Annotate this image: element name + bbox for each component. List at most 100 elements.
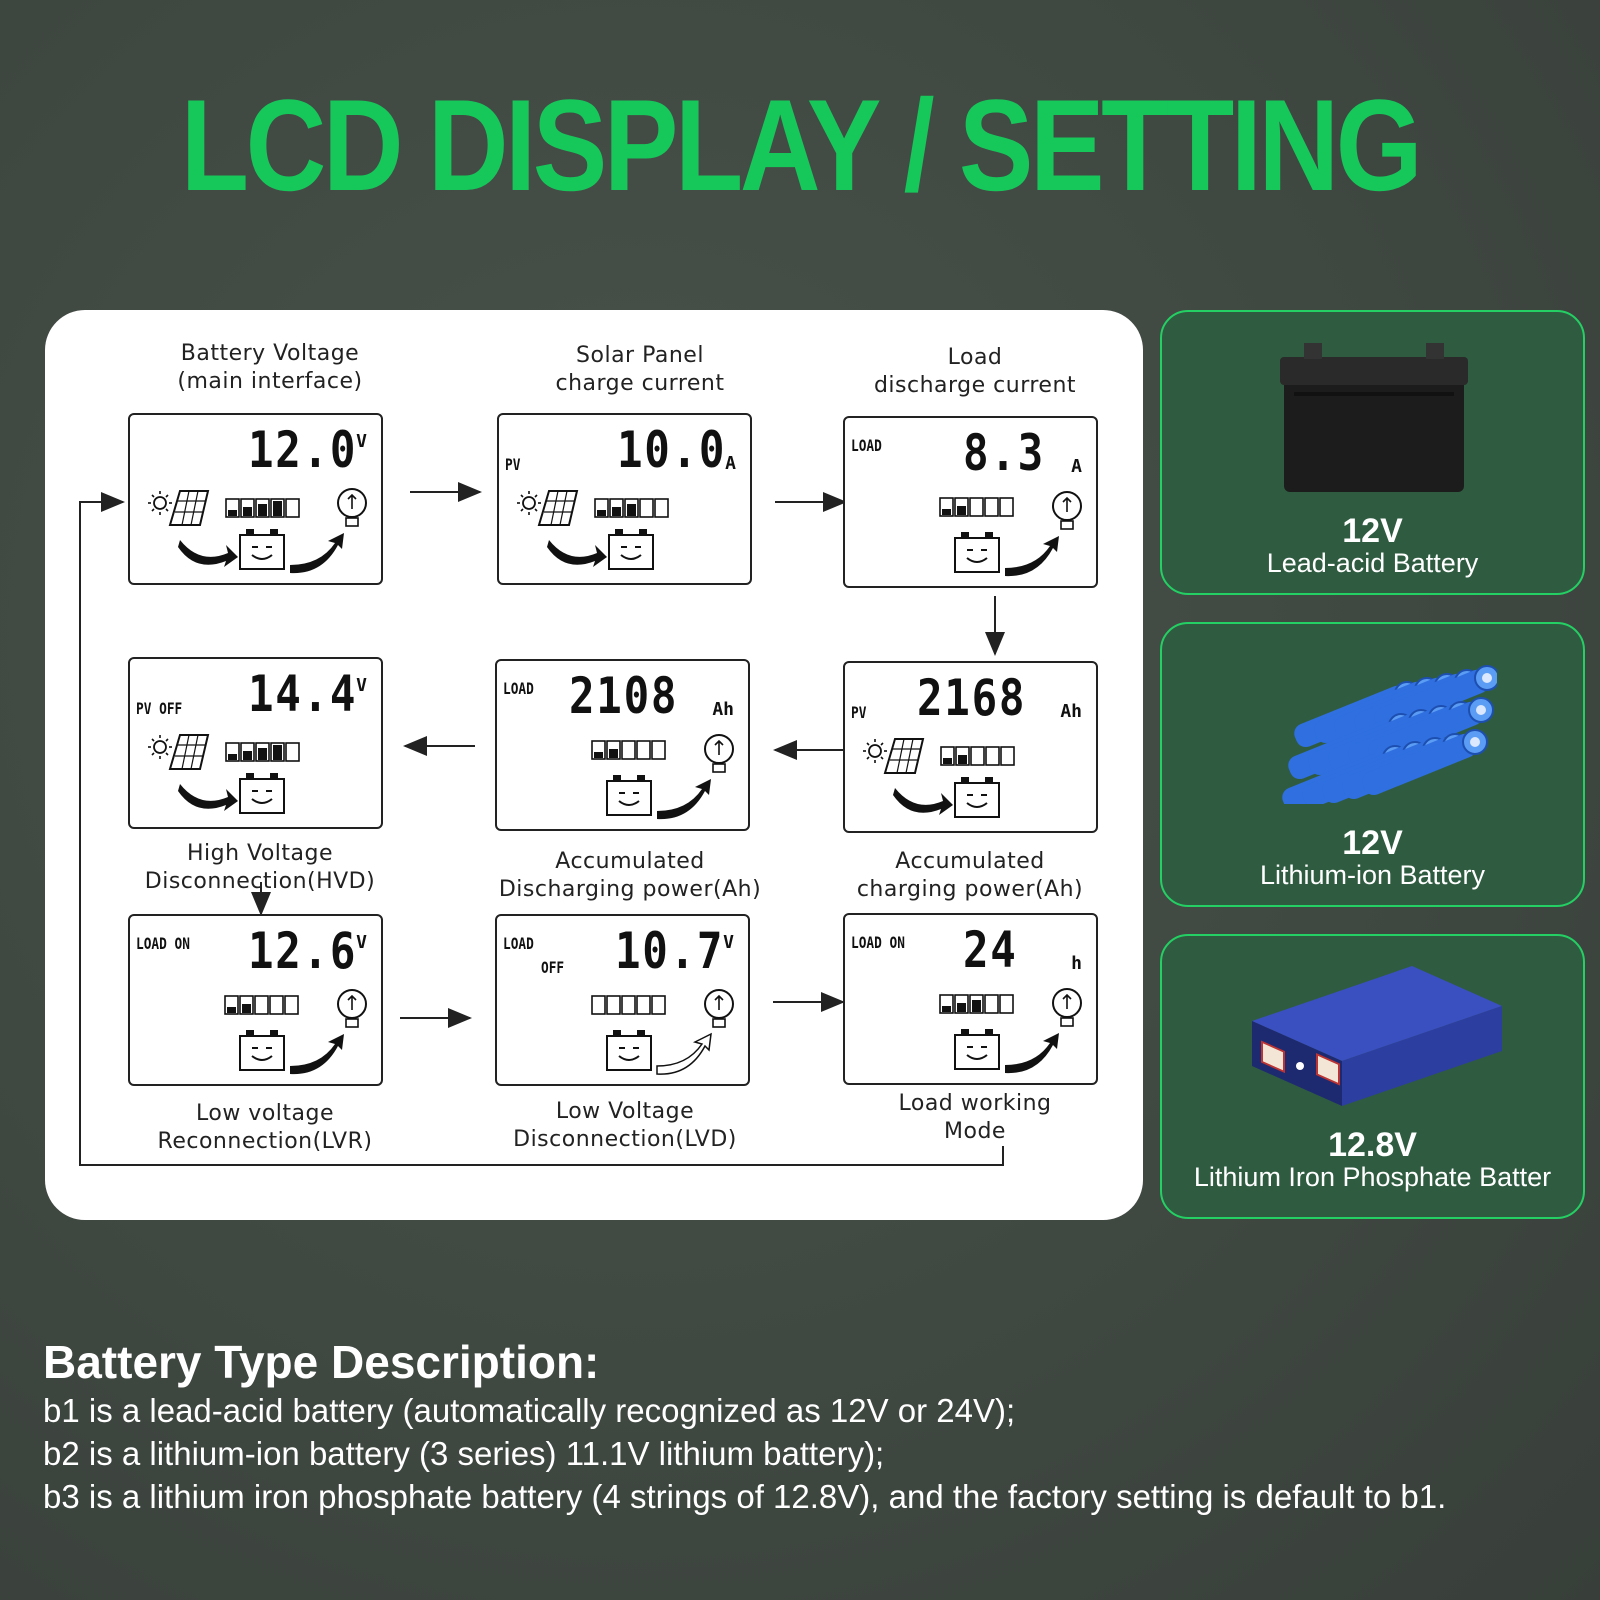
lcd-tag: PV (505, 455, 521, 474)
lcd-value: 10.0 (617, 421, 727, 479)
battery-face-icon (606, 1030, 652, 1071)
battery-face-icon (954, 777, 1000, 818)
lcd-unit: h (1071, 953, 1082, 974)
lcd-flow-diagram: Battery Voltage (main interface) Solar P… (45, 310, 1143, 1220)
discharge-arrow-icon (657, 779, 711, 820)
battery-name: Lithium-ion Battery (1259, 860, 1486, 890)
lcd-tag: PV OFF (136, 699, 183, 718)
charge-arrow-icon (178, 540, 238, 567)
lcd-tag: PV (851, 703, 867, 722)
lcd-value: 14.4 (248, 665, 358, 723)
sun-solar-panel-icon (863, 738, 925, 774)
discharge-arrow-icon (656, 1032, 712, 1075)
sun-solar-panel-icon (148, 734, 210, 770)
battery-face-icon (239, 1030, 285, 1071)
discharge-arrow-icon (290, 533, 344, 574)
charge-arrow-icon (893, 788, 953, 815)
sun-solar-panel-icon (148, 490, 210, 526)
description-title: Battery Type Description: (43, 1336, 600, 1388)
lcd-screen-load-mode: LOAD ON 24 h (843, 913, 1098, 1085)
battery-name: Lithium Iron Phosphate Batter (1193, 1162, 1552, 1192)
lcd-value: 2108 (569, 667, 679, 725)
light-bulb-icon (704, 989, 734, 1028)
lcd-unit: Ah (712, 699, 734, 720)
lcd-tag-2: OFF (541, 958, 565, 977)
light-bulb-icon (704, 734, 734, 773)
charge-arrow-icon (547, 540, 607, 567)
lcd-status-icons (224, 989, 367, 1075)
battery-voltage: 12V (1342, 824, 1403, 862)
battery-face-icon (239, 773, 285, 814)
lcd-unit: A (1071, 456, 1082, 477)
lcd-unit: V (356, 675, 367, 696)
label-load-mode: Load working Mode (898, 1091, 1052, 1144)
battery-card-lead-acid: 12V Lead-acid Battery (1160, 310, 1585, 595)
lead-acid-battery-icon (1280, 343, 1468, 492)
battery-card-lifepo4: 12.8V Lithium Iron Phosphate Batter (1160, 934, 1585, 1219)
lcd-value: 12.0 (248, 421, 358, 479)
lcd-status-icons (863, 738, 1015, 818)
lcd-value: 24 (963, 921, 1018, 979)
light-bulb-icon (1052, 988, 1082, 1027)
lcd-status-icons (148, 734, 300, 814)
description-line-b3: b3 is a lithium iron phosphate battery (… (43, 1478, 1447, 1515)
lcd-tag: LOAD ON (851, 933, 905, 952)
battery-voltage: 12V (1342, 512, 1403, 550)
battery-card-lithium-ion: 12V Lithium-ion Battery (1160, 622, 1585, 907)
battery-face-icon (239, 529, 285, 570)
charge-arrow-icon (178, 784, 238, 811)
label-load-discharge: Load discharge current (873, 345, 1077, 398)
lcd-value: 8.3 (963, 424, 1045, 482)
label-lvr: Low voltage Reconnection(LVR) (157, 1101, 373, 1154)
label-acc-charge: Accumulated charging power(Ah) (856, 849, 1084, 902)
battery-face-icon (954, 1029, 1000, 1070)
discharge-arrow-icon (1005, 1033, 1059, 1074)
lcd-tag: LOAD (503, 679, 534, 698)
lcd-status-icons (517, 490, 669, 570)
label-lvd: Low Voltage Disconnection(LVD) (513, 1099, 737, 1152)
label-hvd: High Voltage Disconnection(HVD) (144, 841, 376, 894)
lcd-unit: V (356, 431, 367, 452)
lithium-cells-icon (1282, 665, 1497, 804)
arrow-return (79, 492, 1004, 1166)
lcd-unit: A (725, 453, 736, 474)
label-battery-voltage: Battery Voltage (main interface) (177, 341, 363, 394)
battery-face-icon (954, 532, 1000, 573)
lcd-tag: LOAD ON (136, 934, 190, 953)
lcd-status-icons (939, 491, 1082, 577)
lcd-value: 2168 (917, 669, 1027, 727)
lcd-status-icons (939, 988, 1082, 1074)
description-line-b1: b1 is a lead-acid battery (automatically… (43, 1392, 1016, 1429)
lcd-unit: V (723, 932, 734, 953)
prismatic-cell-icon (1252, 966, 1502, 1106)
battery-face-icon (608, 529, 654, 570)
battery-name: Lead-acid Battery (1266, 548, 1479, 578)
lcd-value: 10.7 (615, 922, 725, 980)
description-line-b2: b2 is a lithium-ion battery (3 series) 1… (43, 1435, 885, 1472)
lcd-status-icons (148, 488, 367, 574)
discharge-arrow-icon (1005, 536, 1059, 577)
flow-arrows (79, 482, 1005, 1166)
light-bulb-icon (337, 989, 367, 1028)
light-bulb-icon (337, 488, 367, 527)
lcd-status-icons (591, 989, 734, 1075)
label-solar-charge: Solar Panel charge current (555, 343, 725, 396)
lcd-unit: V (356, 932, 367, 953)
lcd-unit: Ah (1060, 701, 1082, 722)
lcd-tag: LOAD (503, 934, 534, 953)
lcd-status-icons (591, 734, 734, 820)
battery-face-icon (606, 775, 652, 816)
lcd-tag: LOAD (851, 436, 882, 455)
sun-solar-panel-icon (517, 490, 579, 526)
battery-voltage: 12.8V (1328, 1126, 1417, 1164)
discharge-arrow-icon (290, 1034, 344, 1075)
lcd-value: 12.6 (248, 922, 358, 980)
